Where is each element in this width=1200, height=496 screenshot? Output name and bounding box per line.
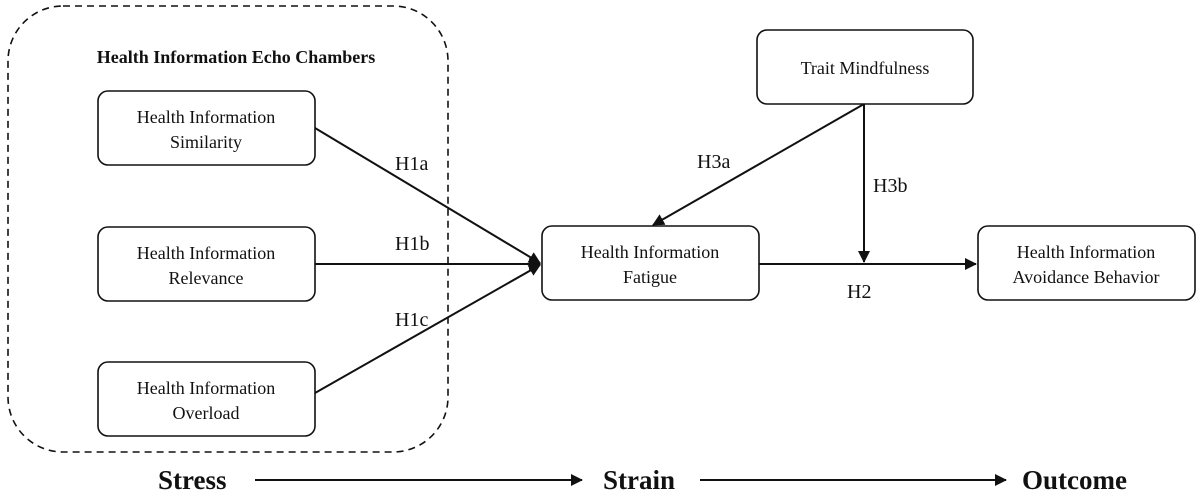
node-relevance: Health Information Relevance [97, 226, 316, 302]
svg-text:Health Information: Health Information [137, 378, 275, 398]
edge-h1a [314, 127, 541, 264]
edge-h1c [314, 264, 541, 394]
svg-text:Trait Mindfulness: Trait Mindfulness [801, 58, 930, 78]
svg-text:Health Information: Health Information [137, 107, 275, 127]
group-title: Health Information Echo Chambers [97, 47, 376, 67]
svg-text:Health Information: Health Information [581, 242, 719, 262]
svg-text:Similarity: Similarity [170, 132, 242, 152]
stage-strain: Strain [603, 465, 675, 495]
node-fatigue: Health Information Fatigue [541, 225, 760, 301]
node-trait-mindfulness: Trait Mindfulness [756, 29, 974, 105]
label-h3a: H3a [697, 151, 730, 173]
echo-chambers-group [7, 5, 449, 453]
stage-stress: Stress [158, 465, 227, 495]
node-similarity: Health Information Similarity [97, 90, 316, 166]
label-h3b: H3b [873, 175, 907, 197]
node-avoidance-behavior: Health Information Avoidance Behavior [977, 225, 1196, 301]
svg-text:Avoidance Behavior: Avoidance Behavior [1012, 267, 1159, 287]
node-overload: Health Information Overload [97, 361, 316, 437]
stage-outcome: Outcome [1022, 465, 1127, 495]
edge-h3a [652, 103, 865, 226]
label-h1b: H1b [395, 233, 429, 255]
svg-text:Health Information: Health Information [137, 243, 275, 263]
label-h1a: H1a [395, 153, 428, 175]
svg-text:Fatigue: Fatigue [623, 267, 677, 287]
label-h2: H2 [847, 281, 871, 303]
label-h1c: H1c [395, 309, 428, 331]
svg-text:Relevance: Relevance [169, 268, 244, 288]
svg-text:Health Information: Health Information [1017, 242, 1155, 262]
svg-text:Overload: Overload [173, 403, 240, 423]
